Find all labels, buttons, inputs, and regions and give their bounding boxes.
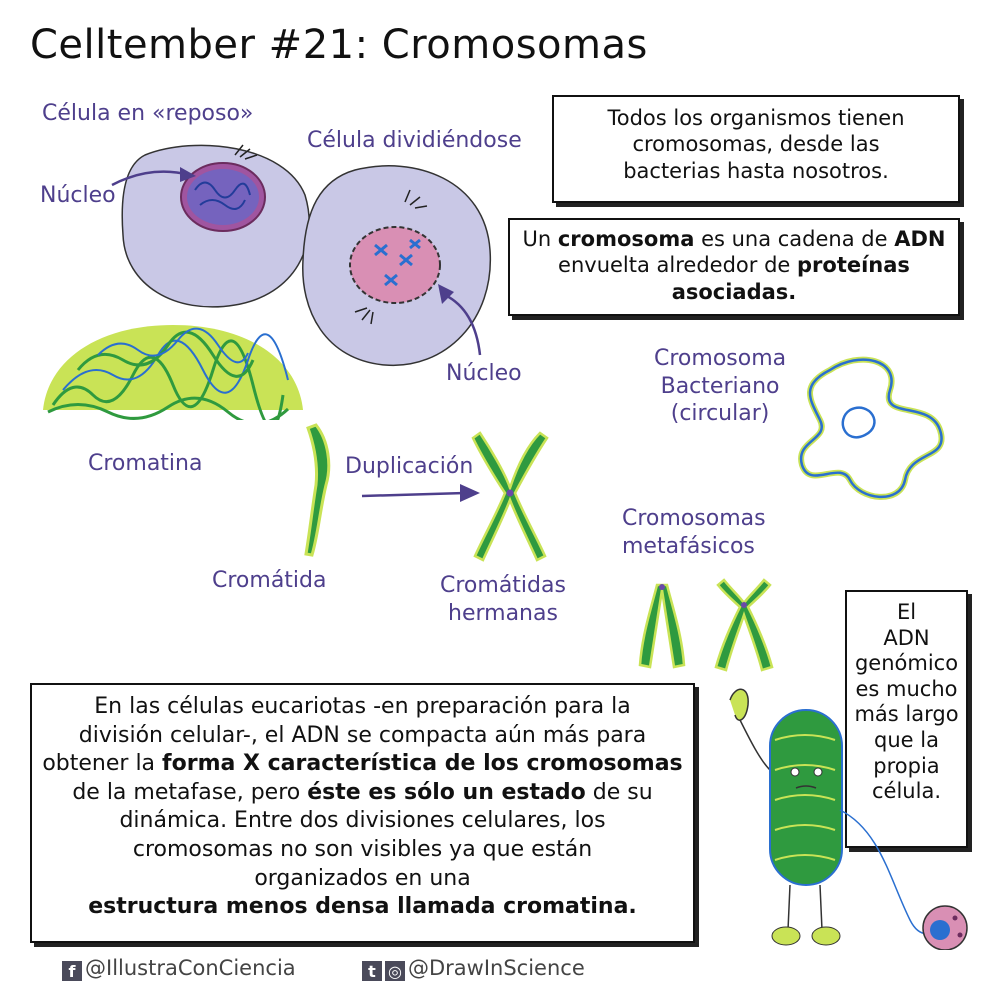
bacterial-chromosome-illustration (798, 356, 945, 500)
nucleus-arrow-1 (111, 167, 196, 187)
bacterial-chromosome-label: Cromosoma Bacteriano (circular) (654, 346, 787, 426)
resting-cell-label: Célula en «reposo» (42, 101, 254, 126)
cell-character-illustration (729, 688, 968, 950)
eukaryotes-box: En las células eucariotas -en preparació… (30, 683, 695, 943)
nucleus-label-2: Núcleo (446, 361, 522, 386)
social-credit[interactable]: t◎@DrawInScience (362, 956, 585, 981)
chromatin-illustration (43, 325, 303, 420)
sister-chromatids-illustration (471, 431, 549, 562)
nucleus-label-1: Núcleo (40, 183, 116, 208)
page-title: Celltember #21: Cromosomas (30, 22, 648, 68)
facebook-icon: f (62, 961, 82, 981)
all-organisms-box: Todos los organismos tienen cromosomas, … (552, 95, 960, 203)
metaphase-chromosomes-label: Cromosomas metafásicos (622, 506, 766, 559)
metaphase-chromosomes-illustration (638, 578, 774, 672)
dividing-cell-label: Célula dividiéndose (307, 128, 522, 153)
chromatid-illustration (304, 423, 331, 557)
chromatin-label: Cromatina (88, 451, 203, 476)
chromosome-definition-box: Un cromosoma es una cadena de ADN envuel… (508, 218, 960, 316)
duplication-label: Duplicación (345, 454, 474, 479)
chromatid-label: Cromátida (212, 568, 327, 593)
resting-cell-illustration (121, 144, 310, 308)
facebook-credit[interactable]: f@IllustraConCiencia (62, 956, 296, 981)
genome-length-box: El ADN genómico es mucho más largo que l… (845, 590, 968, 848)
sister-chromatids-label: Cromátidas hermanas (440, 573, 566, 626)
dividing-cell-illustration (302, 165, 492, 367)
twitter-icon: t (362, 961, 382, 981)
duplication-arrow (361, 484, 480, 502)
instagram-icon: ◎ (385, 961, 405, 981)
nucleus-arrow-2 (438, 284, 482, 356)
